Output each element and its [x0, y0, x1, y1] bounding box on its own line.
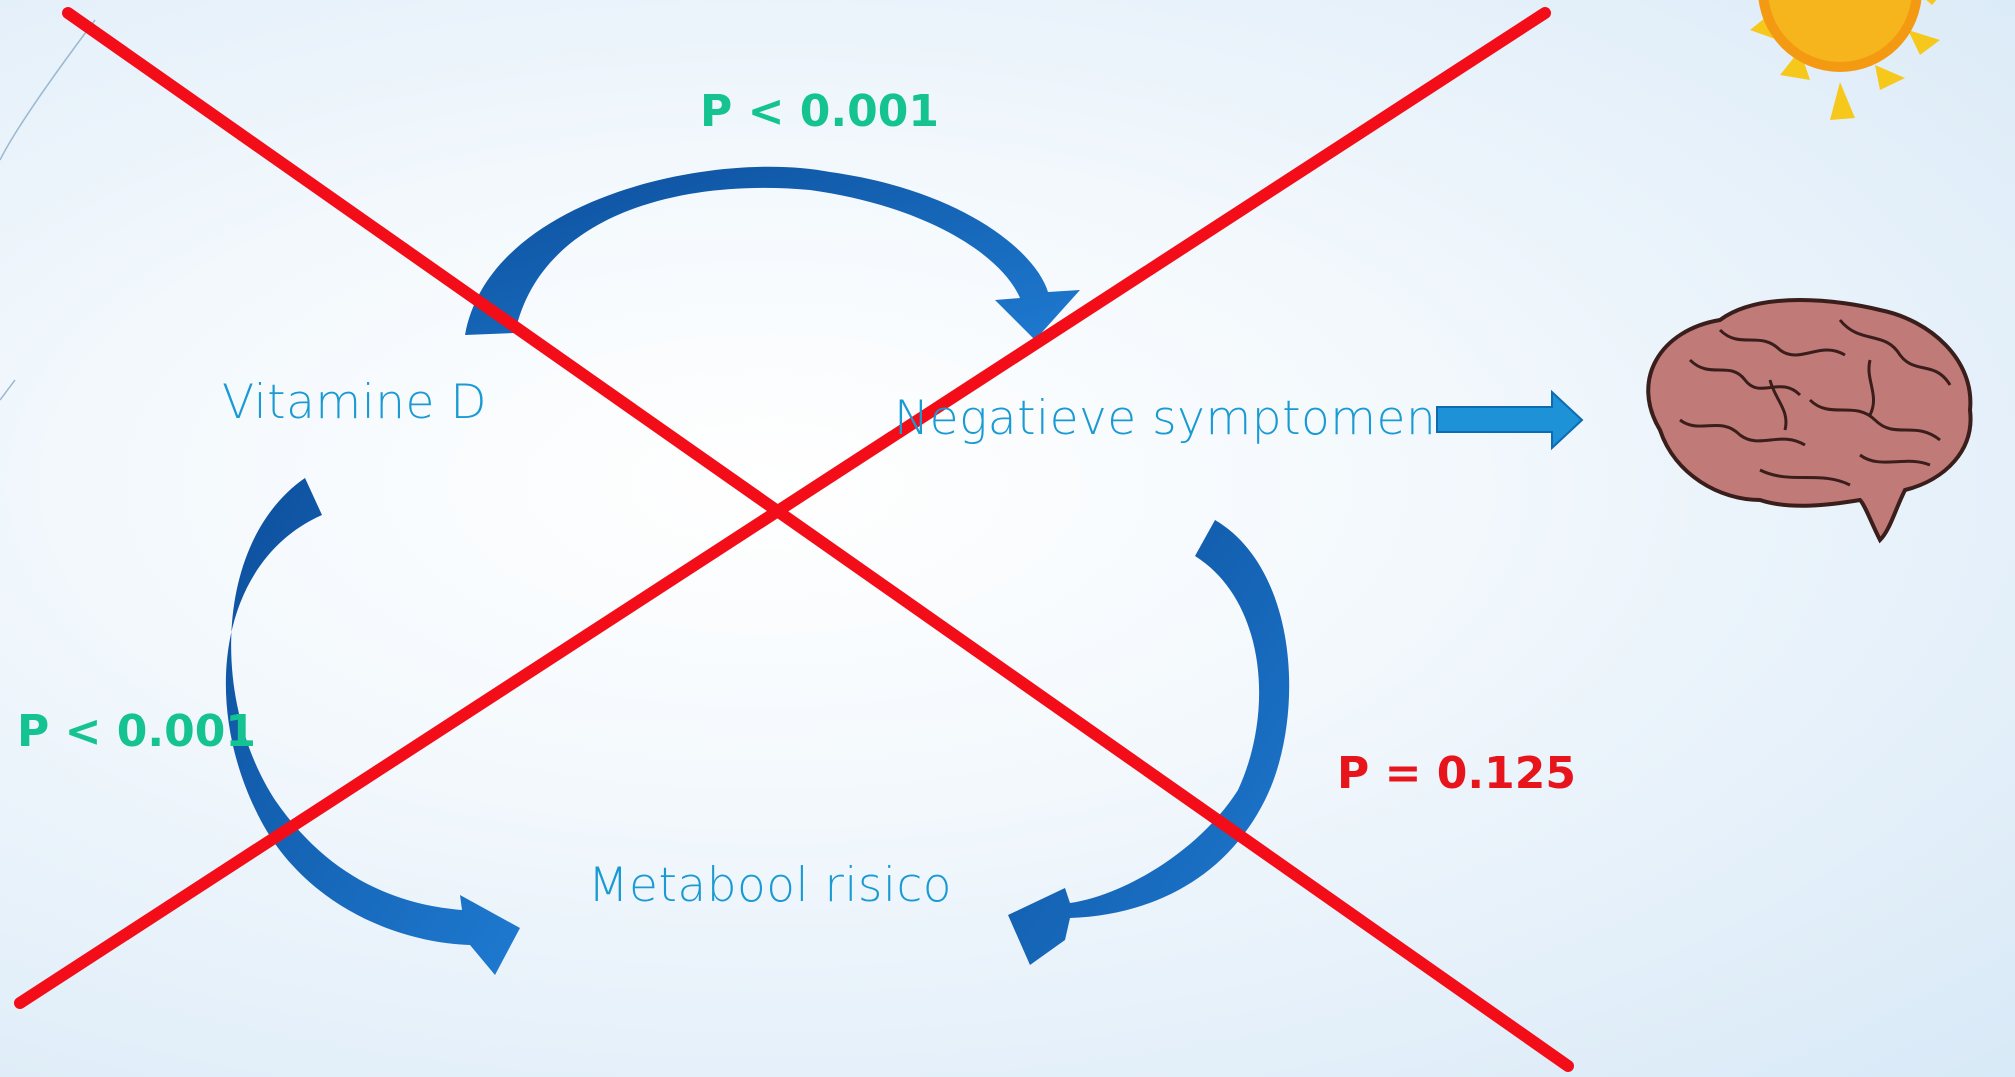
node-metabool-risico: Metabool risico [588, 858, 953, 913]
p-value-top: P < 0.001 [700, 86, 939, 137]
sun-icon [1750, 0, 1940, 120]
p-value-right: P = 0.125 [1337, 748, 1576, 799]
arrow-to-brain [1436, 389, 1584, 451]
cross-line-1 [62, 7, 1574, 1072]
arrow-vitd-to-negsym [465, 166, 1080, 340]
cross-line-2 [14, 7, 1551, 1009]
arrow-negsym-to-metabool [1008, 520, 1290, 965]
node-negatieve-symptomen: Negatieve symptomen [894, 391, 1437, 446]
p-value-left: P < 0.001 [17, 706, 256, 757]
node-vitamine-d: Vitamine D [222, 375, 488, 430]
brain-icon [1646, 298, 1973, 544]
arrow-vitd-to-metabool [225, 478, 520, 975]
